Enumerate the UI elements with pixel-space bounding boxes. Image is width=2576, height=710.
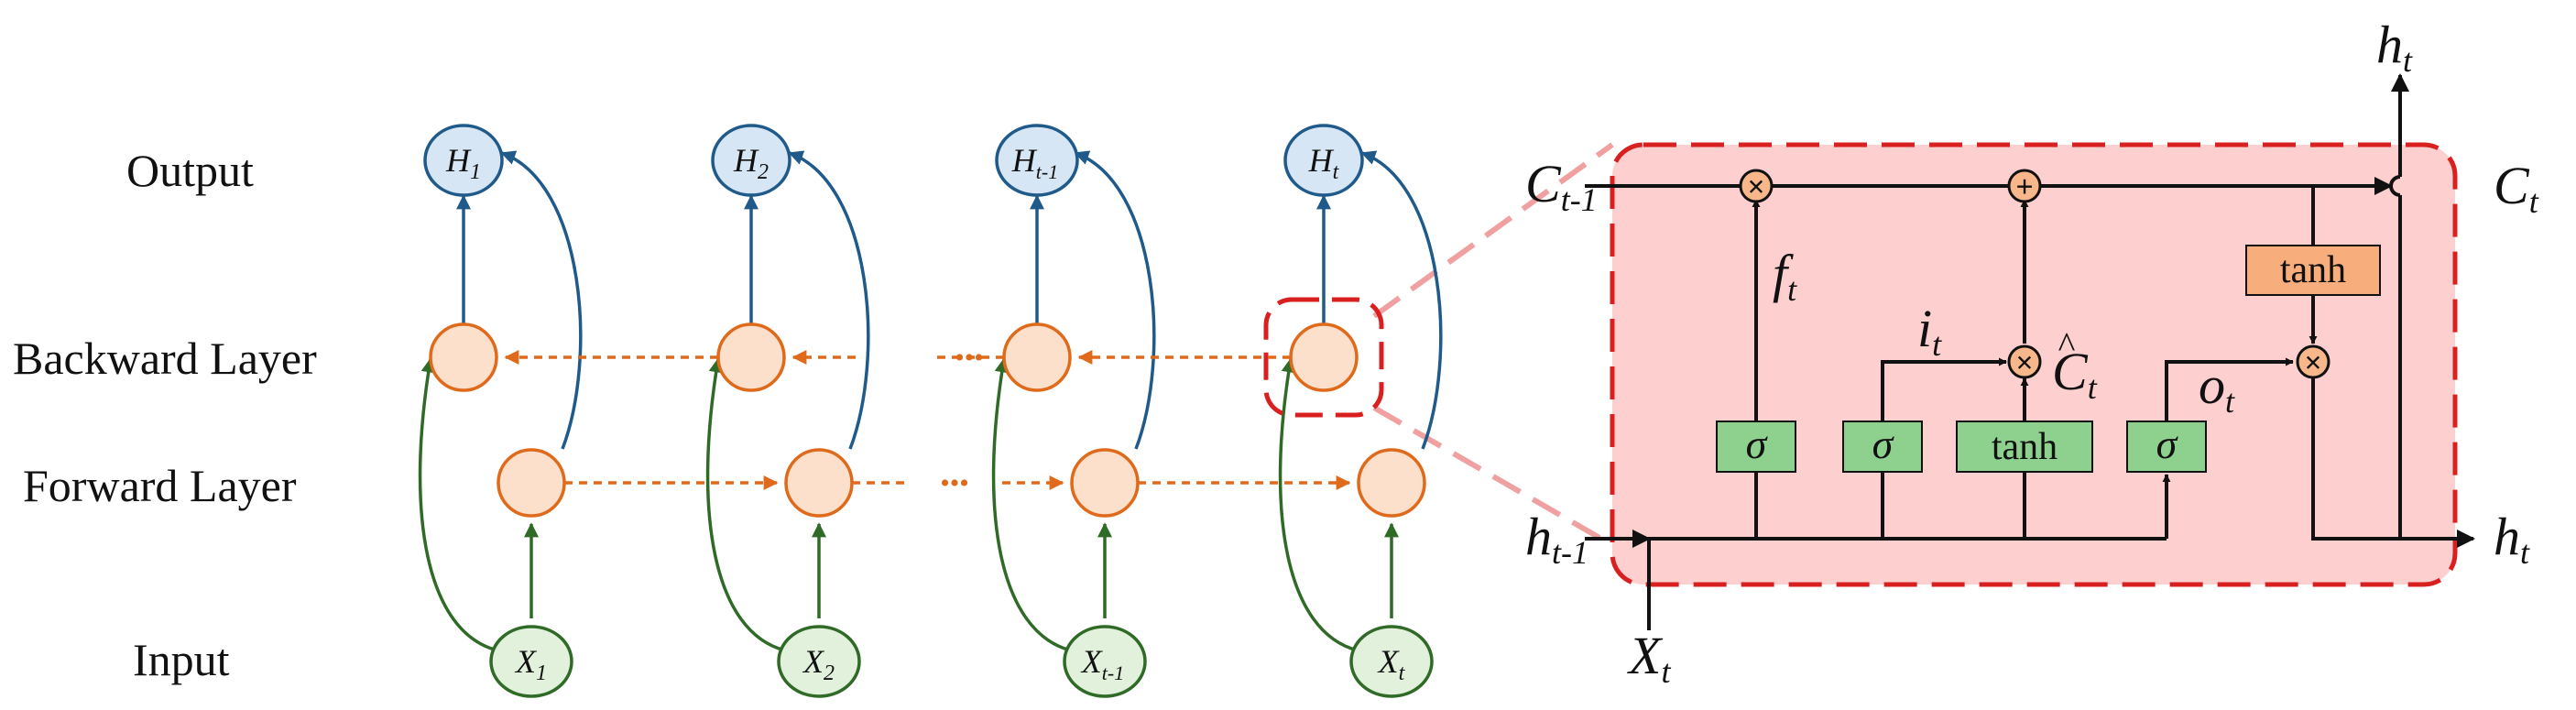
column-3: Ht-1 Xt-1 — [991, 124, 1156, 698]
forward-to-output-arrow — [1360, 150, 1443, 450]
input-label-3: Xt-1 — [1080, 643, 1124, 684]
forget-multiply-op — [1739, 169, 1774, 203]
x-in-label: Xt — [1627, 626, 1671, 690]
column-1: H1 X1 — [418, 124, 583, 698]
forget-gate-label: σ — [1746, 421, 1769, 467]
backward-ellipsis: ••• — [955, 343, 984, 373]
row-label-forward: Forward Layer — [23, 460, 297, 511]
backward-node-2 — [716, 322, 786, 392]
input-multiply-op — [2007, 344, 2042, 379]
output-label-3: Ht-1 — [1011, 142, 1058, 183]
input-label-4: Xt — [1377, 643, 1406, 685]
column-4: Ht Xt — [1263, 124, 1443, 698]
output-gate-arrow — [2165, 357, 2294, 421]
candidate-gate — [1956, 421, 2093, 473]
forward-node-2 — [784, 448, 854, 518]
backward-node-3 — [1002, 322, 1072, 392]
output-multiply-symbol: × — [2304, 346, 2321, 380]
c-prev-label: Ct-1 — [1525, 154, 1598, 218]
o-label: ot — [2199, 355, 2235, 420]
input-node-2 — [777, 625, 861, 698]
input-node-3 — [1063, 625, 1147, 698]
forward-to-output-arrow — [500, 150, 583, 450]
forward-node-1 — [497, 448, 566, 518]
forward-node-4 — [1357, 448, 1426, 518]
output-node-1 — [423, 124, 504, 197]
column-2: H2 X2 — [705, 124, 870, 698]
output-label-4: Ht — [1308, 142, 1340, 184]
output-node-2 — [711, 124, 791, 197]
row-label-output: Output — [126, 145, 254, 196]
h-out-right-label: ht — [2494, 507, 2530, 571]
input-to-backward-arrow — [991, 357, 1072, 652]
h-prev-label: ht-1 — [1525, 507, 1588, 571]
forward-ellipsis: ••• — [940, 468, 969, 498]
forward-node-3 — [1070, 448, 1140, 518]
add-symbol: + — [2015, 170, 2033, 204]
row-label-input: Input — [133, 634, 230, 685]
forget-gate — [1716, 421, 1796, 473]
backward-node-4 — [1289, 322, 1359, 392]
output-node-3 — [995, 124, 1079, 197]
lstm-cell: × + × × σ σ tanh σ tanh Ct-1 Ct ht-1 ht … — [1525, 15, 2539, 690]
input-gate-label: σ — [1872, 421, 1895, 467]
output-node-4 — [1283, 124, 1364, 197]
c-next-label: Ct — [2494, 156, 2539, 220]
input-label-1: X1 — [514, 643, 547, 685]
input-label-2: X2 — [802, 643, 835, 685]
c-hat-label: Ct — [2052, 342, 2098, 406]
input-node-1 — [489, 625, 573, 698]
highlight-box — [1263, 297, 1384, 418]
add-op — [2007, 169, 2042, 203]
input-gate — [1842, 421, 1923, 473]
backward-node-1 — [429, 322, 498, 392]
state-tanh-label: tanh — [2280, 249, 2346, 291]
i-label: it — [1917, 299, 1942, 363]
state-tanh-box — [2245, 245, 2381, 296]
c-hat-accent: ^ — [2058, 324, 2076, 366]
output-label-1: H1 — [445, 142, 481, 184]
input-to-backward-arrow — [1278, 357, 1359, 652]
zoom-lines — [1372, 142, 1614, 548]
input-to-backward-arrow — [418, 357, 498, 652]
output-gate-label: σ — [2156, 421, 2179, 467]
row-label-backward: Backward Layer — [13, 333, 317, 384]
input-to-backward-arrow — [705, 357, 786, 652]
forward-to-output-arrow — [1074, 150, 1156, 450]
output-label-2: H2 — [733, 142, 769, 184]
output-gate — [2126, 421, 2207, 473]
input-gate-arrow — [1881, 357, 2007, 421]
forward-to-output-arrow — [788, 150, 870, 450]
forget-multiply-symbol: × — [1747, 170, 1764, 204]
input-multiply-symbol: × — [2015, 346, 2033, 380]
output-multiply-op — [2296, 344, 2330, 379]
input-node-4 — [1349, 625, 1434, 698]
hidden-output-arrow — [2311, 378, 2475, 548]
h-out-top-label: ht — [2376, 15, 2413, 79]
candidate-gate-label: tanh — [1992, 426, 2058, 468]
